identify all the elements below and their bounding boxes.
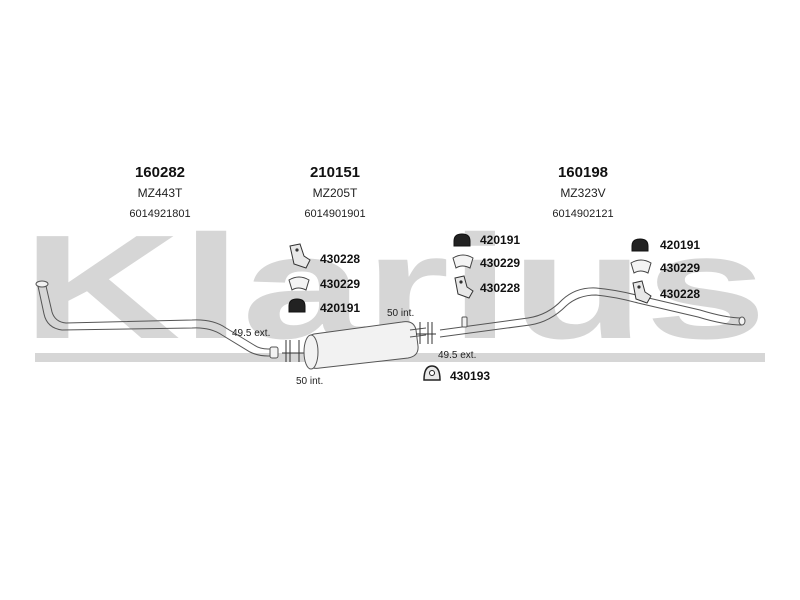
dimension-label-int-right: 50 int.: [387, 308, 414, 319]
fitting-hanger: 430193: [423, 365, 490, 383]
rubber-mount-icon: [631, 238, 649, 252]
fitting-clamp: 430229: [630, 259, 700, 275]
part-header-tail-pipe: 160198 MZ323V 6014902121: [552, 164, 613, 220]
fitting-part-number: 430228: [480, 281, 520, 295]
fitting-part-number: 420191: [480, 233, 520, 247]
clamp-icon: [630, 259, 652, 274]
part-number: 160198: [558, 164, 608, 181]
dimension-label-ext-left: 49.5 ext.: [232, 328, 270, 339]
clamp-icon: [452, 254, 474, 269]
dimension-label-ext-right: 49.5 ext.: [438, 350, 476, 361]
part-number: 160282: [135, 164, 185, 181]
part-header-front-pipe: 160282 MZ443T 6014921801: [129, 164, 190, 220]
fitting-part-number: 430228: [320, 252, 360, 266]
rubber-mount-icon: [288, 298, 306, 313]
middle-silencer-drawing: [303, 321, 427, 370]
fitting-part-number: 420191: [660, 238, 700, 252]
tail-pipe-drawing: [439, 287, 746, 338]
fitting-clamp: 430229: [288, 276, 360, 291]
fitting-bracket: 430228: [454, 275, 520, 299]
part-number: 210151: [310, 164, 360, 181]
front-pipe-drawing: [35, 280, 279, 359]
clamp-icon: [288, 276, 310, 291]
part-code: MZ323V: [560, 186, 605, 200]
part-reference: 6014921801: [129, 208, 190, 220]
fitting-part-number: 420191: [320, 301, 360, 315]
dimension-label-int-left: 50 int.: [296, 376, 323, 387]
fitting-bracket: 430228: [289, 243, 360, 269]
part-code: MZ443T: [138, 186, 183, 200]
fitting-part-number: 430229: [480, 256, 520, 270]
part-header-middle-silencer: 210151 MZ205T 6014901901: [304, 164, 365, 220]
rubber-mount-icon: [453, 233, 471, 247]
joint-clamp-right: [416, 322, 436, 344]
bracket-icon: [289, 243, 311, 269]
fitting-part-number: 430193: [450, 369, 490, 383]
fitting-rubber-mount: 420191: [631, 238, 700, 252]
joint-clamp-left: [282, 340, 304, 362]
fitting-bracket: 430228: [632, 280, 700, 304]
fitting-part-number: 430228: [660, 287, 700, 301]
fitting-part-number: 430229: [320, 277, 360, 291]
fitting-rubber-mount: 420191: [288, 298, 360, 315]
fitting-rubber-mount: 420191: [453, 233, 520, 247]
part-code: MZ205T: [313, 186, 358, 200]
fitting-clamp: 430229: [452, 254, 520, 270]
part-reference: 6014902121: [552, 208, 613, 220]
fitting-part-number: 430229: [660, 261, 700, 275]
part-reference: 6014901901: [304, 208, 365, 220]
